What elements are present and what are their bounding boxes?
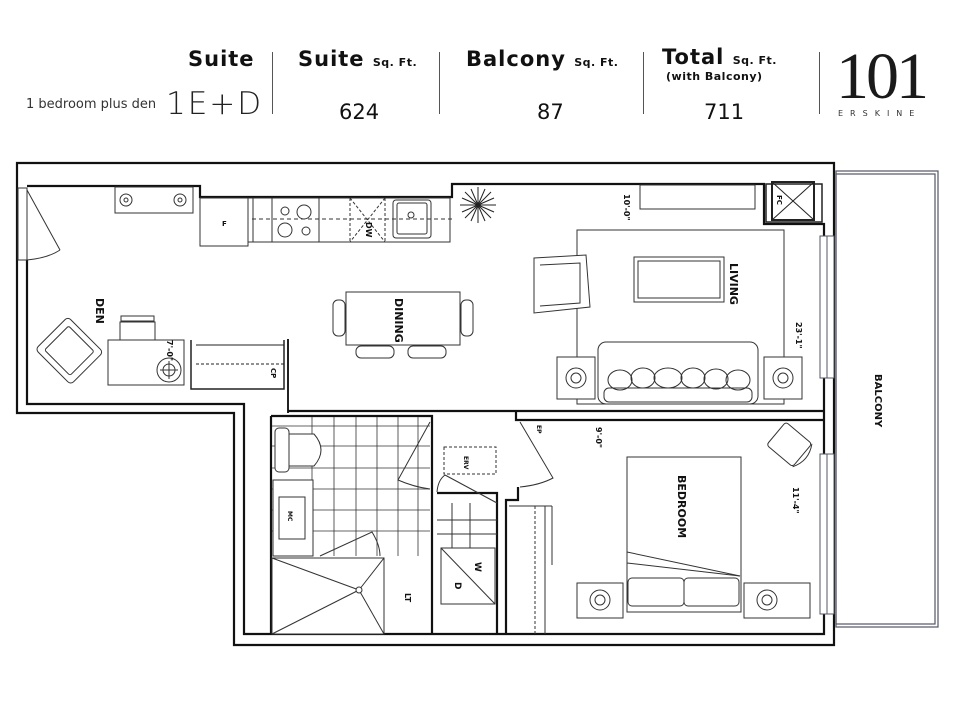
suite-heading: Suite bbox=[188, 47, 255, 71]
exterior-walls bbox=[15, 161, 836, 647]
total-sqft-value: 711 bbox=[704, 100, 745, 124]
plant-icon bbox=[460, 187, 496, 223]
electrical-panel-label: EP bbox=[535, 425, 542, 434]
suite-description: 1 bedroom plus den bbox=[26, 97, 157, 112]
living-window bbox=[819, 235, 835, 379]
bathroom-fixtures bbox=[271, 421, 431, 635]
suite-code: 1E+D bbox=[166, 86, 264, 122]
fridge-label: F bbox=[222, 220, 227, 228]
header-divider bbox=[439, 52, 440, 114]
balcony-outline bbox=[835, 170, 939, 628]
room-label-den: DEN bbox=[93, 298, 106, 324]
room-label-bedroom: BEDROOM bbox=[675, 475, 688, 538]
washer-label: W bbox=[472, 562, 482, 572]
dimension-den: 7'-0" bbox=[165, 340, 174, 361]
header-divider bbox=[272, 52, 273, 114]
fan-coil bbox=[765, 181, 823, 223]
suite-sqft-heading: Suite Sq. Ft. bbox=[298, 47, 418, 71]
medicine-cabinet-label: MC bbox=[286, 511, 293, 522]
laundry-area bbox=[436, 446, 498, 605]
total-note: (with Balcony) bbox=[666, 70, 763, 83]
balcony-sqft-value: 87 bbox=[537, 100, 564, 124]
kitchen-counter bbox=[199, 197, 452, 247]
header-divider bbox=[819, 52, 820, 114]
logo-wordmark: ERSKINE bbox=[838, 109, 922, 118]
den-closet bbox=[190, 339, 289, 413]
bedroom-furniture bbox=[509, 421, 813, 634]
room-label-living: LIVING bbox=[727, 263, 740, 305]
bedroom-window bbox=[819, 453, 835, 615]
living-furniture bbox=[533, 184, 803, 405]
header-divider bbox=[643, 52, 644, 114]
linen-label: LT bbox=[403, 593, 412, 603]
room-label-dining: DINING bbox=[392, 298, 405, 343]
balcony-sqft-heading: Balcony Sq. Ft. bbox=[466, 47, 619, 71]
erv-label: ERV bbox=[462, 456, 469, 470]
den-desk-top bbox=[114, 186, 194, 214]
total-sqft-heading: Total Sq. Ft. bbox=[662, 45, 777, 69]
dishwasher-label: DW bbox=[364, 222, 373, 238]
dining-table bbox=[332, 291, 474, 359]
dryer-label: D bbox=[452, 582, 462, 589]
logo-number: 101 bbox=[836, 40, 929, 113]
dimension-living-length: 23'-1" bbox=[794, 322, 803, 349]
interior-walls bbox=[269, 409, 824, 634]
den-entry-door bbox=[17, 187, 61, 261]
fan-coil-label: FC bbox=[775, 195, 783, 205]
dimension-bedroom-width: 9'-0" bbox=[594, 427, 603, 448]
den-furniture bbox=[36, 315, 185, 386]
dimension-living-width: 10'-0" bbox=[622, 194, 631, 221]
room-label-balcony: BALCONY bbox=[872, 374, 883, 428]
suite-sqft-value: 624 bbox=[339, 100, 380, 124]
dimension-bedroom-length: 11'-4" bbox=[791, 487, 800, 514]
closet-label: CP bbox=[269, 368, 277, 378]
unit-header: Suite Suite Sq. Ft. Balcony Sq. Ft. Tota… bbox=[0, 0, 959, 140]
